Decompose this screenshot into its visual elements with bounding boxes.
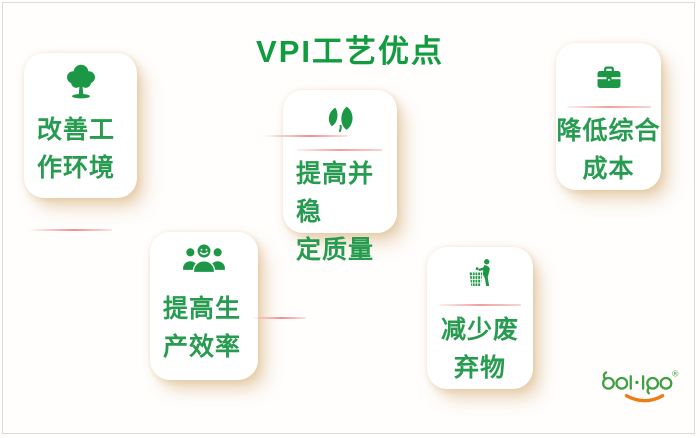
card-text-line: 弃物	[453, 354, 506, 382]
card-text-line: 定质量	[296, 236, 375, 264]
brand-logo: ®	[598, 366, 693, 414]
card-stabilize-quality: 提高并稳 定质量	[283, 90, 397, 264]
card-reduce-cost: 降低综合 成本	[556, 43, 661, 190]
accent-line	[252, 317, 306, 319]
card-divider-line	[439, 304, 521, 306]
accent-line	[28, 229, 112, 231]
card-reduce-waste: 减少废 弃物	[427, 247, 533, 389]
card-text-line: 提高生	[163, 295, 242, 323]
page-title: VPI工艺优点	[256, 34, 444, 69]
card-divider-line	[567, 106, 651, 108]
card-text-line: 提高并稳	[296, 160, 375, 226]
logo-wordmark-icon: ®	[601, 369, 679, 403]
trash-icon	[427, 255, 533, 291]
card-text-line: 作环境	[37, 154, 116, 182]
card-text-line: 成本	[582, 155, 635, 183]
card-text-line: 产效率	[163, 333, 242, 361]
tree-icon	[24, 61, 137, 101]
accent-line	[262, 135, 348, 137]
card-divider-line	[297, 149, 382, 151]
leaf-icon	[283, 101, 397, 137]
card-text-line: 减少废	[440, 316, 519, 344]
card-text-line: 降低综合	[556, 117, 661, 145]
people-icon	[150, 242, 258, 274]
card-improve-environment: 改善工 作环境	[24, 53, 137, 198]
registered-mark: ®	[672, 369, 679, 379]
card-improve-efficiency: 提高生 产效率	[150, 232, 258, 380]
briefcase-icon	[556, 62, 661, 92]
card-text-line: 改善工	[37, 116, 116, 144]
